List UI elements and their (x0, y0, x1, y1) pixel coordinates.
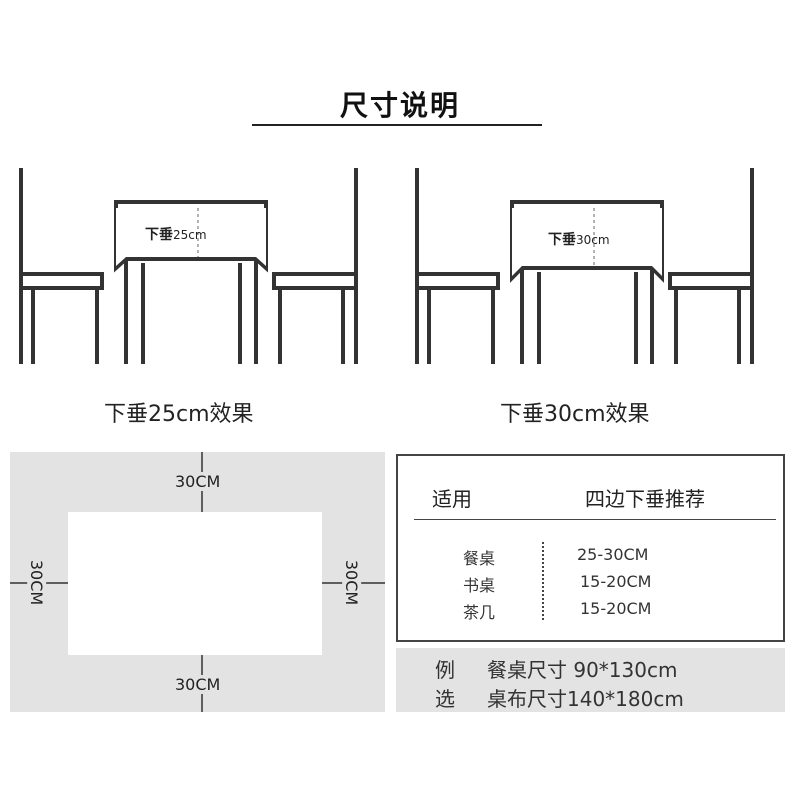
left-chair-illustration (19, 168, 104, 364)
table-row-value: 15-20CM (580, 572, 652, 591)
right-chair-of-left-scene (272, 168, 358, 364)
example-text-2: 桌布尺寸140*180cm (487, 687, 684, 711)
caption-30cm: 下垂30cm效果 (500, 402, 650, 427)
example-note (396, 648, 785, 712)
table-row-name: 茶几 (463, 603, 496, 622)
table-header-rule (414, 519, 776, 520)
table-row-name: 书桌 (463, 576, 496, 595)
example-prefix-2: 选 (435, 687, 455, 711)
dim-top-label: 30CM (173, 472, 223, 491)
table-header-usage: 适用 (432, 487, 472, 511)
drop-label-25: 下垂25cm (145, 226, 207, 243)
caption-25cm: 下垂25cm效果 (104, 402, 254, 427)
table-column-divider (542, 542, 544, 620)
right-scene-right-chair (668, 168, 754, 364)
dim-left-label: 30CM (27, 557, 47, 608)
table-row-value: 25-30CM (577, 545, 649, 564)
table-illustrations: 下垂25cm 下垂30cm (19, 168, 754, 364)
example-prefix-1: 例 (435, 658, 455, 682)
recommendation-table (396, 454, 785, 642)
drop-label-30: 下垂30cm (548, 231, 610, 248)
right-scene-left-chair (415, 168, 500, 364)
dim-right-label: 30CM (342, 557, 362, 608)
table-row-value: 15-20CM (580, 599, 652, 618)
title-underline (252, 124, 542, 126)
page-title: 尺寸说明 (339, 89, 460, 122)
table-top-area (68, 512, 322, 655)
table-row-name: 餐桌 (463, 549, 496, 568)
example-text-1: 餐桌尺寸 90*130cm (487, 658, 678, 682)
table-header-drop: 四边下垂推荐 (585, 487, 705, 511)
dim-bottom-label: 30CM (173, 675, 223, 694)
